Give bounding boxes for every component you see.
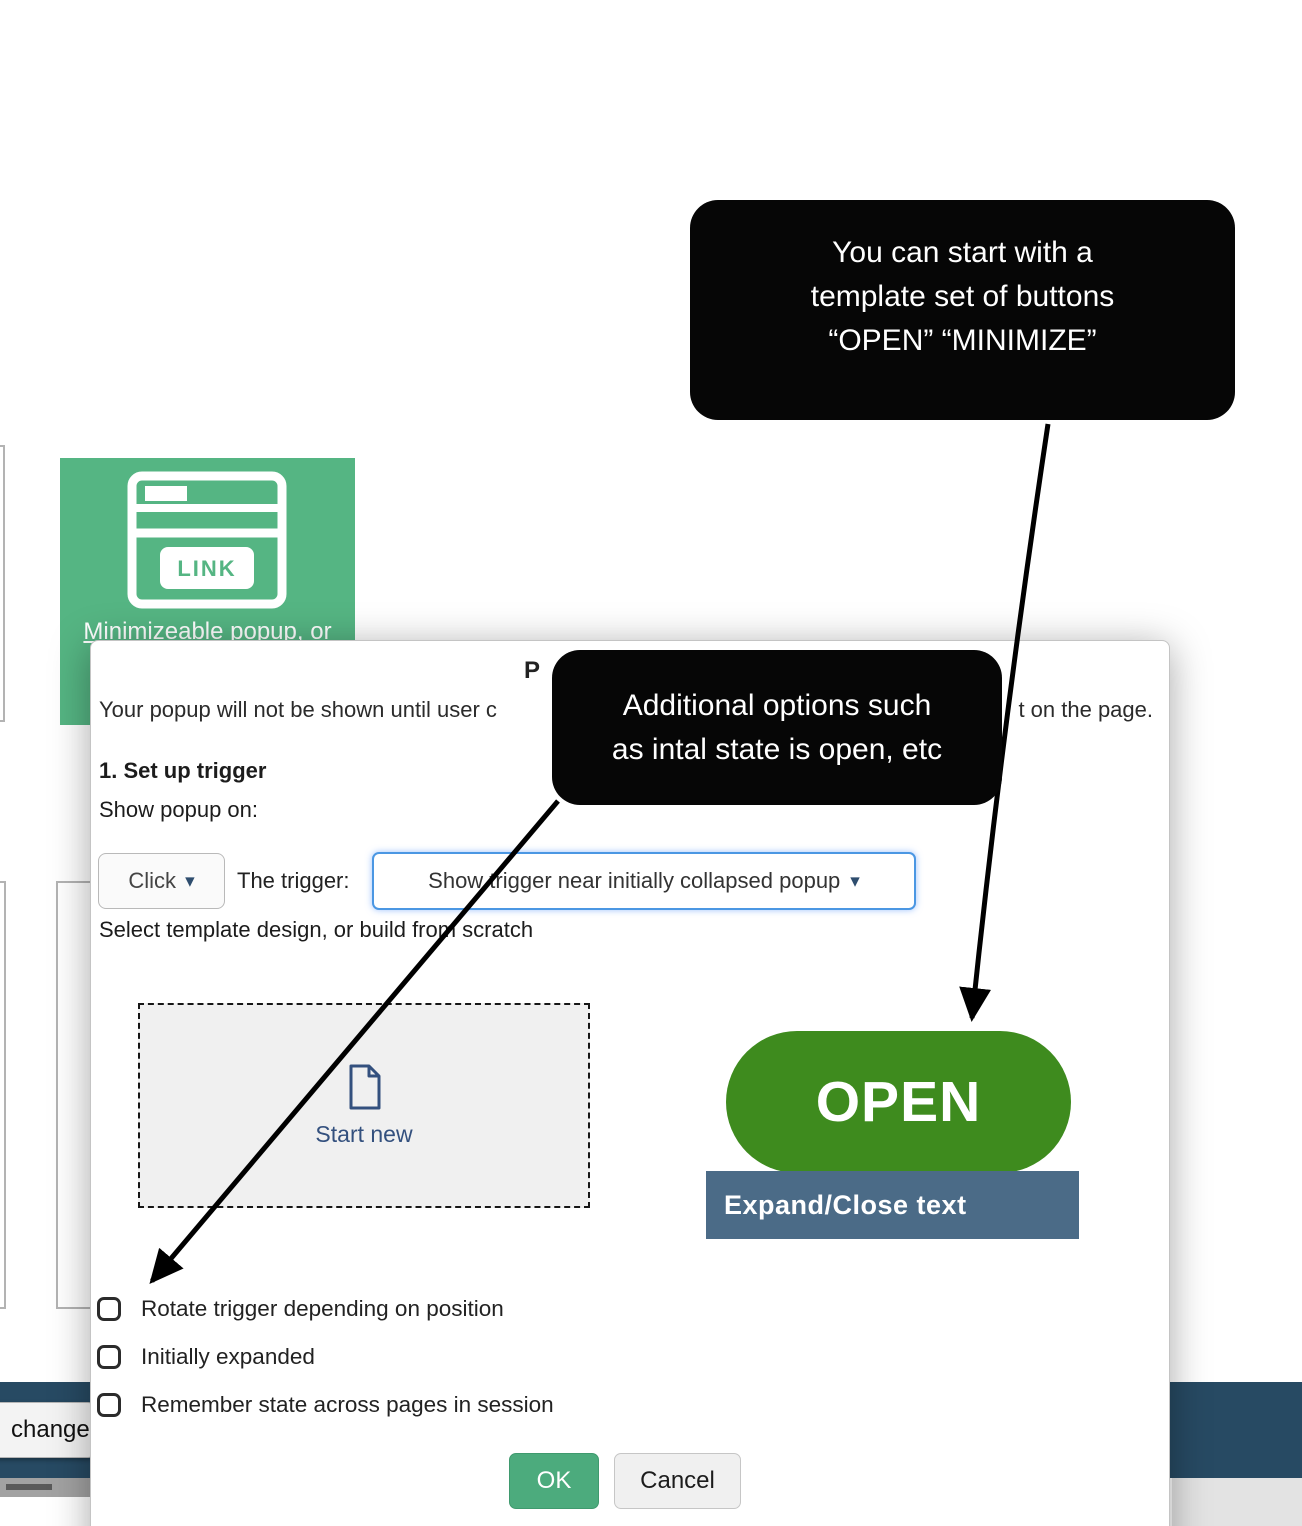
callout-additional-options: Additional options such as intal state i… [552, 650, 1002, 805]
show-popup-on-label: Show popup on: [99, 797, 259, 822]
callout-top-line1: You can start with a [832, 236, 1093, 269]
trigger-type-select[interactable]: Show trigger near initially collapsed po… [372, 852, 916, 910]
checkbox-row-initially-expanded: Initially expanded [97, 1342, 315, 1372]
dialog-intro-right: t on the page. [1018, 697, 1153, 722]
callout-top-line3: “OPEN” “MINIMIZE” [828, 324, 1097, 357]
change-button-label: change [11, 1416, 90, 1443]
trigger-event-select[interactable]: Click ▾ [98, 853, 225, 909]
the-trigger-label: The trigger: [237, 868, 350, 893]
setup-trigger-heading: 1. Set up trigger [99, 758, 267, 783]
page-footer-tab-left [0, 1478, 106, 1497]
cancel-button[interactable]: Cancel [614, 1453, 741, 1509]
callout-top-line2: template set of buttons [810, 280, 1115, 313]
checkbox-row-remember-state: Remember state across pages in session [97, 1390, 554, 1420]
background-tile-partial-top-left [0, 445, 5, 722]
start-new-template-box[interactable]: Start new [138, 1003, 590, 1208]
trigger-event-value: Click [128, 868, 177, 893]
rotate-trigger-checkbox[interactable] [97, 1297, 121, 1321]
dialog-intro-left: Your popup will not be shown until user … [99, 697, 497, 722]
callout-mid-line1: Additional options such [622, 688, 932, 722]
dialog-title-partial: P [524, 657, 541, 684]
browser-window-icon: LINK [127, 471, 287, 609]
open-template-button[interactable]: OPEN [726, 1031, 1071, 1173]
start-new-label: Start new [315, 1121, 413, 1147]
ok-button-label: OK [536, 1467, 572, 1494]
background-tile-partial-bottom-left [0, 881, 6, 1309]
tiny-text-smudge [6, 1484, 52, 1490]
callout-template-buttons: You can start with a template set of but… [690, 200, 1235, 420]
link-badge-label: LINK [177, 556, 236, 581]
cancel-button-label: Cancel [640, 1467, 715, 1494]
initially-expanded-checkbox[interactable] [97, 1345, 121, 1369]
open-button-label: OPEN [815, 1070, 982, 1134]
checkbox-row-rotate-trigger: Rotate trigger depending on position [97, 1294, 504, 1324]
change-button[interactable]: change [0, 1402, 96, 1458]
page-footer-strip-right [1172, 1478, 1302, 1526]
expand-close-text-bar[interactable]: Expand/Close text [706, 1171, 1079, 1239]
initially-expanded-label: Initially expanded [141, 1344, 315, 1369]
remember-state-label: Remember state across pages in session [141, 1392, 554, 1417]
ok-button[interactable]: OK [509, 1453, 599, 1509]
caret-down-icon: ▾ [850, 870, 860, 892]
caret-down-icon: ▾ [185, 870, 195, 892]
template-hint: Select template design, or build from sc… [99, 917, 534, 942]
expand-close-label: Expand/Close text [724, 1189, 967, 1220]
rotate-trigger-label: Rotate trigger depending on position [141, 1296, 504, 1321]
remember-state-checkbox[interactable] [97, 1393, 121, 1417]
trigger-type-value: Show trigger near initially collapsed po… [428, 868, 841, 893]
new-document-icon [349, 1064, 381, 1110]
callout-mid-line2: as intal state is open, etc [611, 732, 943, 766]
